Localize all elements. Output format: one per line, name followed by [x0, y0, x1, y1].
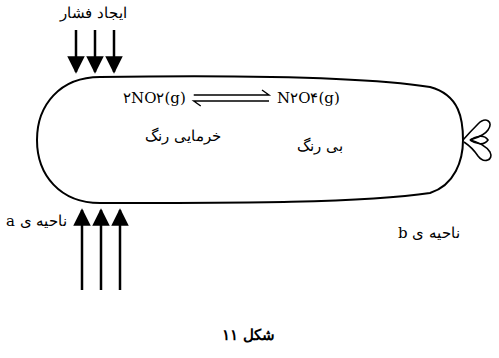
figure-caption: شکل ۱۱: [222, 326, 275, 344]
formula: N۲O۴(g): [277, 89, 340, 107]
colour-note: خرمایی رنگ: [145, 127, 221, 145]
region-label: ناحیه ی a: [6, 212, 68, 230]
pressure-label: ایجاد فشار: [60, 4, 127, 22]
equilibrium-arrow: [194, 90, 269, 106]
balloon-outline: [35, 75, 465, 205]
colour-note: بی رنگ: [297, 137, 343, 155]
balloon-outline: [37, 76, 463, 203]
region-label: ناحیه ی b: [398, 224, 460, 242]
balloon-knot: [463, 120, 491, 160]
formula: ۲NO۲(g): [123, 89, 186, 107]
balloon: ۲NO۲(g) N۲O۴(g) خرمایی رنگ بی رنگ: [35, 75, 465, 205]
